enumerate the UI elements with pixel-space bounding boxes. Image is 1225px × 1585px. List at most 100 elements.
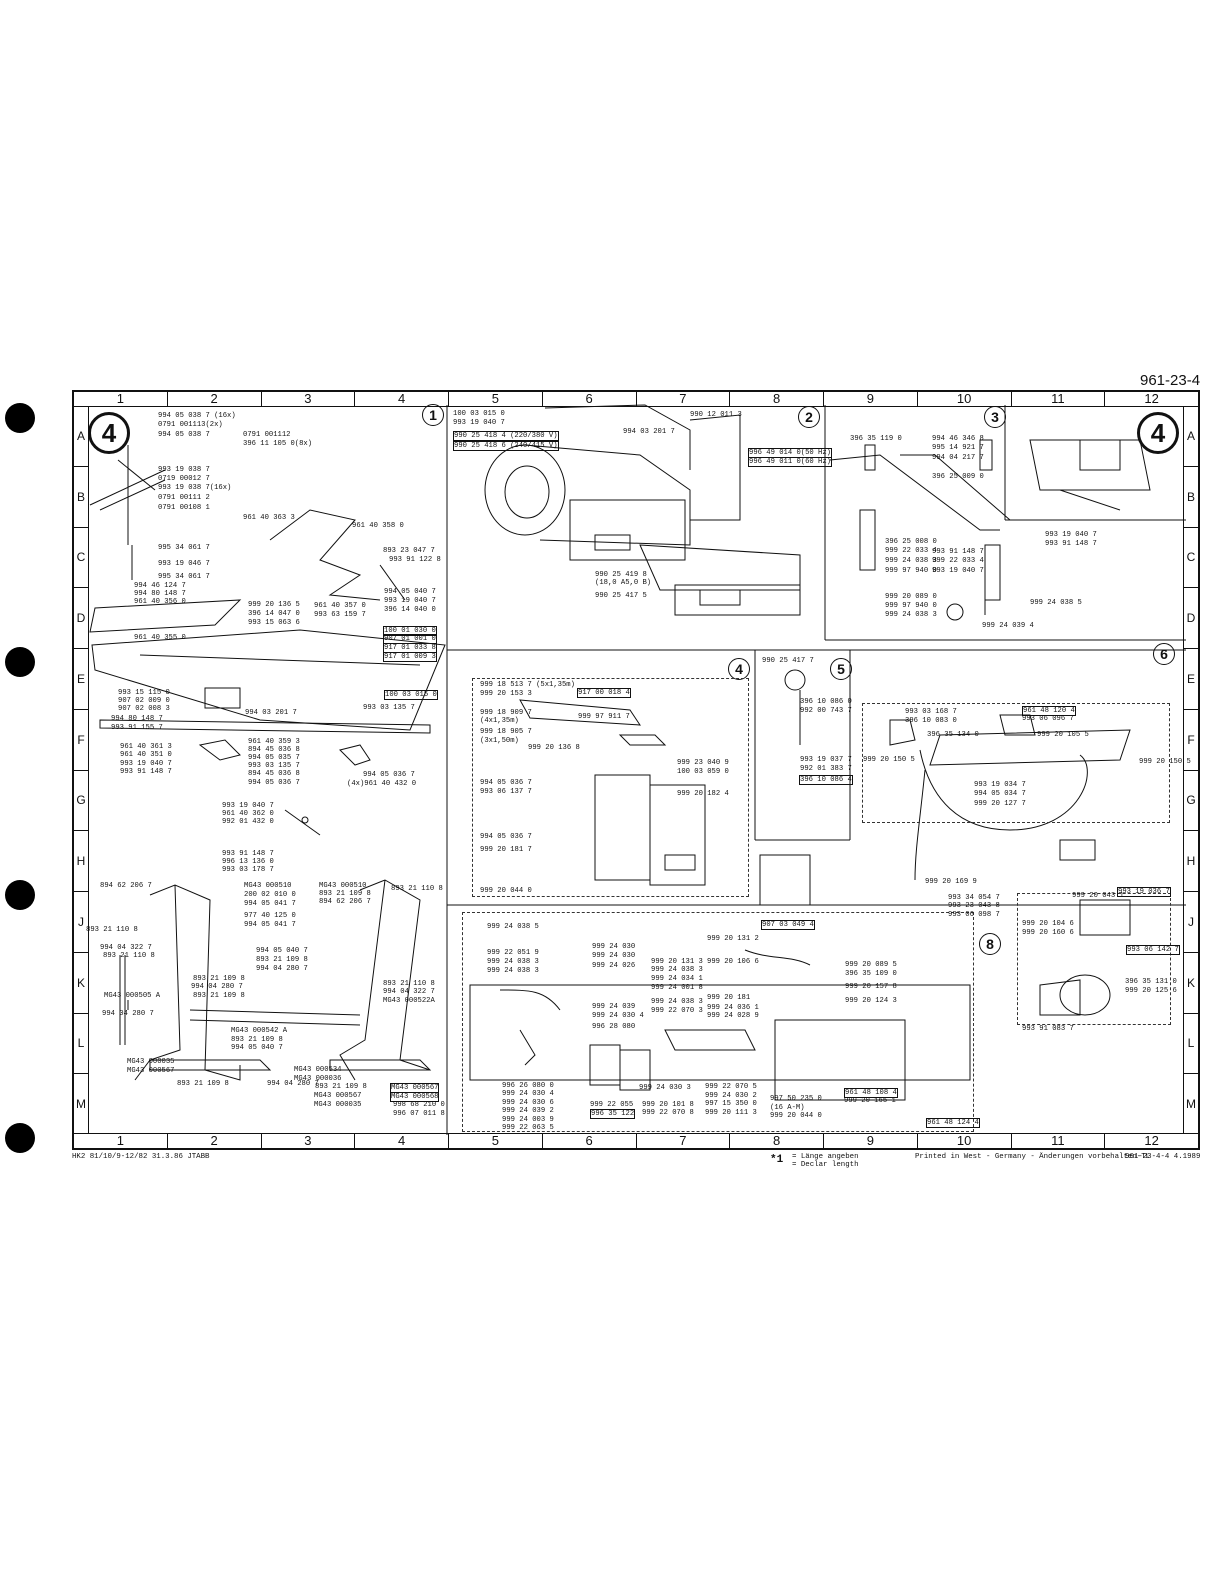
part-number-label: 977 40 125 0 <box>244 912 296 920</box>
part-number-label: 999 18 905 7 <box>480 728 532 736</box>
part-number-label: 396 25 008 0 <box>885 538 937 546</box>
part-number-label: 907 03 049 4 <box>761 920 815 930</box>
part-number-label: 993 03 135 7 <box>363 704 415 712</box>
column-index: 12 <box>1144 391 1159 406</box>
part-number-label: 396 14 040 0 <box>384 606 436 614</box>
part-number-label: 907 02 008 3 <box>118 705 170 713</box>
row-index: C <box>1184 528 1198 589</box>
part-number-label: 993 23 043 8 <box>948 902 1000 910</box>
part-number-label: 999 22 033 4 <box>932 557 984 565</box>
part-number-label: 999 20 127 7 <box>974 800 1026 808</box>
section-3-marker: 3 <box>984 406 1006 428</box>
part-number-label: 893 21 109 8 <box>177 1080 229 1088</box>
part-number-label: 999 24 030 <box>592 943 636 951</box>
part-number-label: 999 20 089 0 <box>885 593 937 601</box>
part-number-label: 999 20 104 6 <box>1022 920 1074 928</box>
row-index: M <box>1186 1097 1196 1112</box>
part-number-label: 993 63 159 7 <box>314 611 366 619</box>
part-number-label: 999 22 051 9 <box>487 949 539 957</box>
part-number-label: 999 24 038 3 <box>487 967 539 975</box>
column-index: 2 <box>168 1134 262 1148</box>
part-number-label: 990 25 417 7 <box>762 657 814 665</box>
part-number-label: (18,0 A5,0 B) <box>595 579 652 587</box>
part-number-label: 999 24 030 4 <box>592 1012 644 1020</box>
column-index: 5 <box>449 1134 543 1148</box>
part-number-label: 993 15 063 6 <box>248 619 300 627</box>
part-number-label: 894 45 036 8 <box>248 746 300 754</box>
part-number-label: 961 48 120 4 <box>1022 706 1076 716</box>
part-number-label: 917 01 009 3 <box>383 652 437 662</box>
part-number-label: 999 23 040 9 <box>677 759 729 767</box>
row-index: J <box>1184 892 1198 953</box>
section-4-group-box <box>472 678 749 897</box>
part-number-label: 999 24 030 4 <box>502 1090 554 1098</box>
part-number-label: 999 24 038 3 <box>487 958 539 966</box>
row-index: E <box>1184 649 1198 710</box>
part-number-label: 999 24 039 <box>592 1003 636 1011</box>
part-number-label: 994 05 038 7 <box>158 431 210 439</box>
part-number-label: 396 10 086 4 <box>799 775 853 785</box>
part-number-label: 999 24 001 8 <box>651 984 703 992</box>
part-number-label: 396 35 134 0 <box>927 731 979 739</box>
part-number-label: MG43 000567 <box>314 1092 362 1100</box>
part-number-label: 994 04 322 7 <box>100 944 152 952</box>
row-index: F <box>1184 710 1198 771</box>
part-number-label: 999 22 055 <box>590 1101 634 1109</box>
part-number-label: 992 01 383 7 <box>800 765 852 773</box>
part-number-label: 990 25 419 8 <box>595 571 647 579</box>
part-number-label: 961 48 108 4 <box>844 1088 898 1098</box>
part-number-label: 994 05 040 7 <box>384 588 436 596</box>
section-6-lower-box <box>1017 893 1171 1025</box>
part-number-label: 999 22 070 8 <box>642 1109 694 1117</box>
part-number-label: 993 19 036 7 <box>1117 887 1171 897</box>
part-number-label: 993 91 155 7 <box>111 724 163 732</box>
part-number-label: 961 40 362 0 <box>222 810 274 818</box>
part-number-label: 999 20 131 3 <box>651 958 703 966</box>
part-number-label: MG43 000522A <box>383 997 435 1005</box>
column-index: 9 <box>824 392 918 406</box>
part-number-label: 999 24 026 <box>592 962 636 970</box>
section-4-marker: 4 <box>728 658 750 680</box>
part-number-label: 993 06 098 7 <box>948 911 1000 919</box>
part-number-label: (16 A-M) <box>770 1104 805 1112</box>
part-number-label: 994 05 035 7 <box>248 754 300 762</box>
part-number-label: 396 11 105 0(8x) <box>243 440 313 448</box>
part-number-label: 993 03 168 7 <box>905 708 957 716</box>
part-number-label: 999 20 160 6 <box>1022 929 1074 937</box>
column-index: 1 <box>74 1134 168 1148</box>
part-number-label: 994 03 201 7 <box>245 709 297 717</box>
row-index: J <box>74 892 88 953</box>
part-number-label: 999 20 169 9 <box>925 878 977 886</box>
part-number-label: 993 06 137 7 <box>480 788 532 796</box>
part-number-label: 999 20 089 5 <box>845 961 897 969</box>
part-number-label: MG43 000568 <box>390 1092 440 1102</box>
row-index: L <box>74 1014 88 1075</box>
column-index: 3 <box>262 392 356 406</box>
part-number-label: MG43 000567 <box>127 1067 175 1075</box>
column-index: 7 <box>637 1134 731 1148</box>
row-index: G <box>1184 771 1198 832</box>
part-number-label: 993 91 148 7 <box>1045 540 1097 548</box>
part-number-label: MG43 000036 <box>294 1075 342 1083</box>
column-index: 7 <box>637 392 731 406</box>
footer-drawing-ref: HK2 81/10/9-12/82 31.3.86 JTABB <box>72 1153 210 1161</box>
column-index: 5 <box>449 392 543 406</box>
part-number-label: 100 03 015 0 <box>453 410 505 418</box>
part-number-label: 961 40 356 0 <box>134 598 186 606</box>
part-number-label: 996 07 011 8 <box>393 1110 445 1118</box>
binder-hole <box>5 403 35 433</box>
column-index: 9 <box>824 1134 918 1148</box>
column-index: 4 <box>355 1134 449 1148</box>
section-5-marker: 5 <box>830 658 852 680</box>
part-number-label: 999 20 044 0 <box>770 1112 822 1120</box>
part-number-label: 999 24 038 5 <box>487 923 539 931</box>
part-number-label: 999 20 153 3 <box>480 690 532 698</box>
part-number-label: 999 20 105 5 <box>1037 731 1089 739</box>
part-number-label: 999 18 909 7 <box>480 709 532 717</box>
part-number-label: 998 68 210 0 <box>393 1101 445 1109</box>
section-6-group-box <box>862 703 1170 823</box>
row-index: A <box>74 406 88 467</box>
part-number-label: 999 97 940 0 <box>885 602 937 610</box>
part-number-label: 999 24 036 1 <box>707 1004 759 1012</box>
